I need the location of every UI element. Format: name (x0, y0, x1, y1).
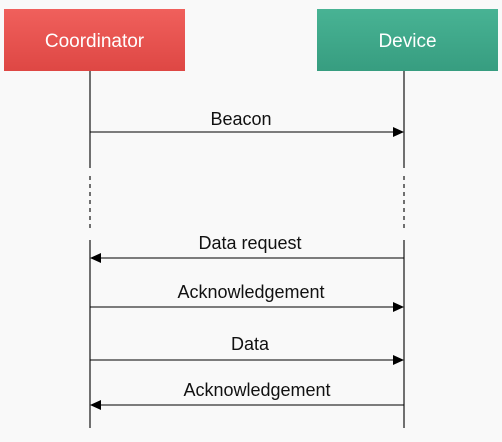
message-label: Data request (198, 233, 301, 253)
arrowhead-left (90, 400, 101, 410)
message-label: Acknowledgement (183, 380, 330, 400)
coordinator-label: Coordinator (45, 31, 145, 52)
device-box (317, 9, 498, 71)
arrowhead-right (393, 127, 404, 137)
message-label: Acknowledgement (177, 282, 324, 302)
message-label: Beacon (210, 109, 271, 129)
coordinator-box (4, 9, 185, 71)
device-label: Device (378, 31, 436, 52)
arrowhead-right (393, 355, 404, 365)
message-label: Data (231, 334, 270, 354)
arrowhead-left (90, 253, 101, 263)
arrowhead-right (393, 302, 404, 312)
